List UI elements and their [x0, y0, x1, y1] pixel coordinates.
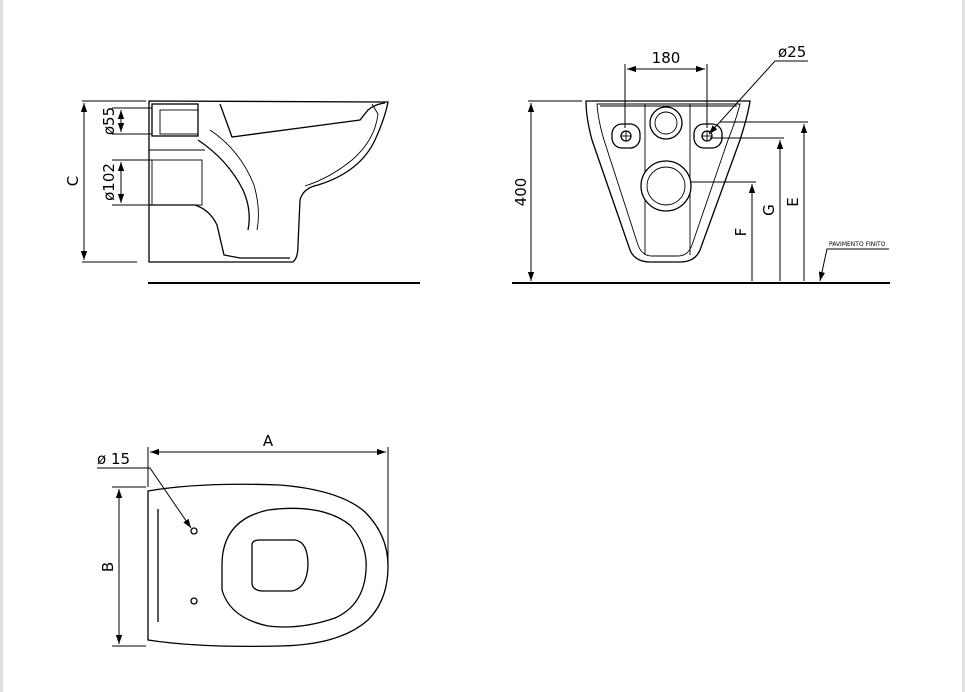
side-view: C ø55 ø102 [64, 100, 420, 284]
dim-180-label: 180 [652, 49, 681, 67]
top-seat-outer [221, 507, 367, 628]
dim-e-label: E [784, 197, 802, 206]
dim-b-label: B [99, 562, 117, 572]
dim-g-label: G [760, 204, 778, 216]
side-trap-line-b [209, 129, 259, 231]
front-bowl-outline [585, 100, 751, 263]
side-rim-inner [304, 103, 379, 187]
dim-d15-label: ø 15 [97, 450, 130, 468]
dim-a-label: A [263, 432, 274, 450]
front-bowl-inner [596, 103, 741, 257]
side-outlet-102 [151, 159, 203, 206]
front-fix-slot-right [693, 123, 723, 149]
front-outlet-circle [640, 160, 692, 212]
floor-label: PAVIMENTO FINITO [829, 241, 886, 248]
dim-d25-leader [708, 60, 808, 135]
side-bowl-outline [148, 100, 389, 263]
dim-d25-label: ø25 [778, 43, 806, 61]
dim-d15-leader [97, 467, 192, 529]
front-view: 180 ø25 400 F G E PAVIMENTO FINITO [512, 43, 890, 284]
left-border [0, 0, 3, 692]
dim-d102-label: ø102 [100, 163, 118, 201]
floor-label-leader [818, 248, 889, 282]
dim-d55-label: ø55 [100, 107, 118, 135]
front-fix-slot-left [611, 123, 641, 149]
side-trap-line-a [197, 139, 250, 231]
dim-400-label: 400 [512, 178, 530, 207]
top-fix-hole-bottom [190, 597, 198, 605]
top-fix-hole-top [190, 527, 198, 535]
side-rim-line [219, 102, 386, 138]
top-bowl-opening [251, 539, 309, 592]
side-outlet-line [150, 204, 290, 259]
side-inlet-55-inner [159, 109, 199, 135]
dim-c-label: C [64, 176, 82, 186]
top-outline [147, 483, 389, 648]
dim-f-label: F [732, 228, 750, 237]
top-view: A B ø 15 [97, 432, 389, 648]
right-border [962, 0, 965, 692]
front-outlet-inner [646, 166, 686, 206]
front-inlet-inner [654, 111, 678, 135]
side-inlet-55 [151, 103, 199, 137]
